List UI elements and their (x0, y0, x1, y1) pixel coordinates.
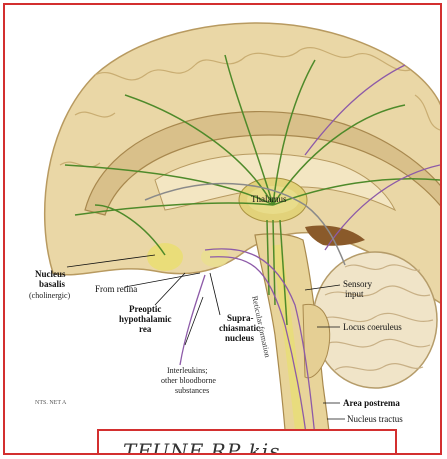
label-preoptic-1: Preoptic (129, 305, 161, 314)
label-nucleus-basalis-1: Nucleus (35, 270, 66, 279)
diagram-frame: Thalamus Nucleus basalis (cholinergic) F… (3, 3, 442, 455)
label-supra-2: chiasmatic (219, 324, 260, 333)
label-nucleus-tractus: Nucleus tractus (347, 415, 403, 424)
label-area-postrema: Area postrema (343, 399, 400, 408)
label-preoptic-3: rea (139, 325, 151, 334)
label-nucleus-basalis-2: basalis (39, 280, 65, 289)
label-interleukins-2: other bloodborne (161, 377, 216, 385)
basal-forebrain (147, 243, 183, 271)
handwritten-note-box: TFUNF RP kis (97, 429, 397, 455)
illustration-credit: NTS. NET A (35, 400, 66, 406)
label-supra-3: nucleus (225, 334, 254, 343)
label-from-retina: From retina (95, 285, 137, 294)
label-interleukins-3: substances (175, 387, 209, 395)
label-interleukins-1: Interleukins; (167, 367, 207, 375)
brain-illustration (5, 5, 442, 455)
label-preoptic-2: hypothalamic (119, 315, 172, 324)
label-sensory-2: input (345, 290, 364, 299)
label-cholinergic: (cholinergic) (29, 292, 70, 300)
cerebellum (313, 252, 437, 388)
label-sensory-1: Sensory (343, 280, 372, 289)
handwritten-note: TFUNF RP kis (123, 439, 280, 455)
label-supra-1: Supra- (227, 314, 254, 323)
label-thalamus: Thalamus (251, 195, 287, 204)
label-locus-coeruleus: Locus coeruleus (343, 323, 402, 332)
